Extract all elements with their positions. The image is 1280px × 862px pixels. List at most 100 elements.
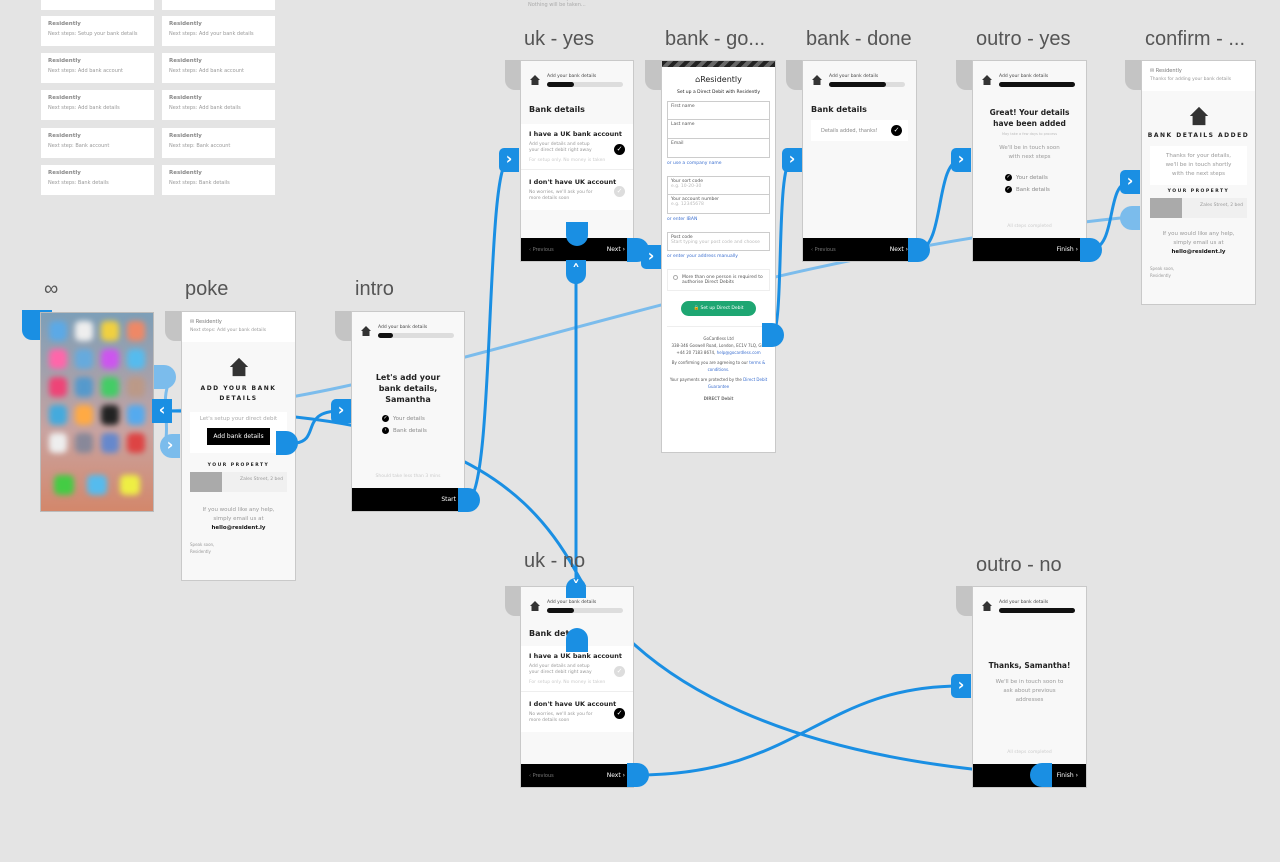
confirm-hotspot-chevron-right-icon[interactable]: › [1120,170,1140,194]
home-screen-blurred[interactable] [40,312,154,512]
screen-label-poke: poke [185,278,229,300]
property-card[interactable]: Zales Street, 2 bed [190,472,287,492]
screen-intro: Add your bank details Let's add your ban… [351,311,465,512]
link-handle[interactable] [908,238,930,262]
details-added-text: Details added, thanks! [821,127,878,134]
finish-button[interactable]: Finish › [973,764,1086,787]
chevron-right-icon[interactable]: › [160,434,180,458]
next-button[interactable]: Next › [606,246,625,253]
link-handle[interactable] [627,763,649,787]
link-handle[interactable] [762,323,784,347]
setup-direct-debit-button[interactable]: 🔒 Set up Direct Debit [681,301,756,316]
guarantee-link[interactable]: Direct Debit Guarantee [707,377,768,389]
support-email-link[interactable]: help@gocardless.com [716,350,761,355]
link-handle[interactable] [627,238,649,262]
manual-address-link[interactable]: or enter your address manually [667,254,738,259]
last-name-input[interactable]: Last name [667,120,770,139]
iban-link[interactable]: or enter IBAN [667,217,698,222]
link-handle[interactable] [276,431,298,455]
help-email[interactable]: hello@resident.ly [211,525,266,531]
house-logo-icon [812,75,822,85]
email-input[interactable]: Email [667,139,770,158]
uk-yes-hotspot-chevron-right-icon[interactable]: › [499,148,519,172]
first-name-input[interactable]: First name [667,101,770,120]
link-handle[interactable] [566,222,588,246]
link-handle[interactable] [1080,238,1102,262]
outro-text: We'll be in touch soon with next steps [999,145,1060,160]
bank-done-hotspot-chevron-right-icon[interactable]: › [782,148,802,172]
progress-title: Add your bank details [378,324,428,330]
link-handle[interactable] [458,488,480,512]
finish-button[interactable]: Finish › [973,238,1086,261]
back-hotspot-chevron-left-icon[interactable]: ‹ [152,399,172,423]
step-bank-details: Bank details [393,428,427,434]
card-body: Next step: Bank account [48,143,110,149]
uk-no-hotspot-chevron-up-icon[interactable]: ˄ [566,260,586,284]
progress-fill [999,81,1075,87]
house-logo-icon [982,601,992,611]
add-bank-details-button[interactable]: Add bank details [207,428,270,445]
card-title: Residently [169,21,202,27]
outro-no-hotspot-chevron-right-icon[interactable]: › [951,674,971,698]
card-body: Next steps: Add your bank account [169,0,257,1]
confirm-heading: BANK DETAILS ADDED [1147,132,1250,139]
link-handle[interactable] [566,628,588,652]
link-intro-to-uk-yes [467,158,510,502]
card-title: Residently [48,170,81,176]
screen-label-bank-go: bank - go... [665,28,766,50]
option-uk-account[interactable]: I have a UK bank account Add your detail… [521,646,633,692]
intro-heading: Let's add your bank details, Samantha [375,373,441,404]
mail-icon: ✉ [190,319,195,325]
screen-label-intro: intro [355,278,394,300]
progress-bar [829,81,905,87]
outro-yes-hotspot-chevron-right-icon[interactable]: › [951,148,971,172]
progress-bar [378,332,454,338]
check-icon: ✓ [891,125,902,136]
company-name-link[interactable]: or use a company name [667,161,722,166]
notification-sub: Thanks for adding your bank details [1150,77,1232,82]
previous-button[interactable]: ‹ Previous [529,246,554,253]
progress-title: Add your bank details [547,599,597,605]
card-title: Residently [48,58,81,64]
help-email[interactable]: hello@resident.ly [1171,249,1226,255]
notification-app: Residently [195,319,222,325]
progress-bar [547,607,623,613]
uk-no-hotspot-chevron-down-icon[interactable]: ˅ [566,578,586,598]
start-button[interactable]: Start [352,488,464,511]
multi-signer-checkbox[interactable] [673,275,678,280]
steps-completed: All steps completed [1007,224,1052,229]
option-uk-account[interactable]: I have a UK bank account Add your detail… [521,124,633,170]
next-button[interactable]: Next › [889,246,908,253]
property-heading: YOUR PROPERTY [1167,189,1230,194]
previous-button[interactable]: ‹ Previous [811,246,836,253]
house-logo-icon [361,326,371,336]
intro-hotspot-chevron-right-icon[interactable]: › [331,399,351,423]
link-handle[interactable] [154,365,176,389]
option-no-uk-account[interactable]: I don't have UK account No worries, we'l… [521,170,633,210]
step-bank-details: Bank details [1016,187,1050,193]
help-text: If you would like any help, simply email… [1162,231,1235,246]
terms-link[interactable]: terms & conditions. [707,360,766,372]
confirm-hotspot-light[interactable] [1120,206,1140,230]
link-handle[interactable] [1030,763,1052,787]
property-card[interactable]: Zales Street, 2 bed [1150,198,1247,218]
previous-button[interactable]: ‹ Previous [529,772,554,779]
next-button[interactable]: Next › [606,772,625,779]
selected-check-icon: ✓ [614,708,625,719]
option-no-uk-account[interactable]: I don't have UK account No worries, we'l… [521,692,633,732]
